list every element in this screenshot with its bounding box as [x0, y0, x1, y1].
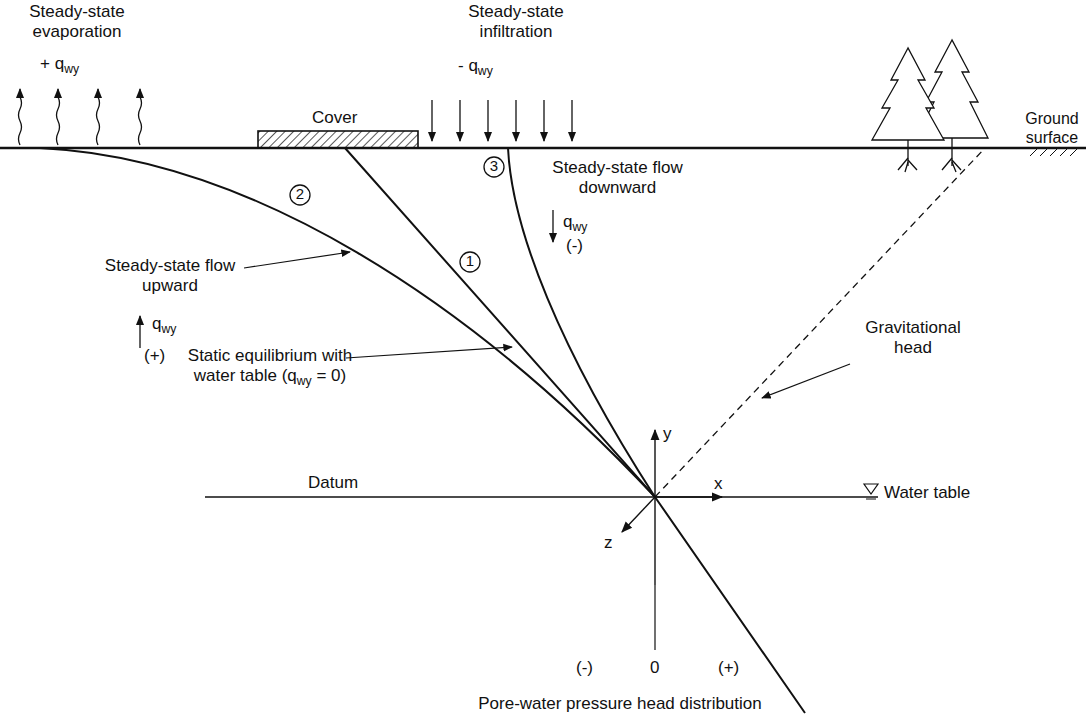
- axis-label: (+): [718, 658, 739, 678]
- ground-line: [0, 147, 1086, 149]
- profile-line: [345, 148, 805, 713]
- part-label: Ground surface: [1019, 110, 1085, 148]
- callout-number: 3: [486, 157, 502, 175]
- sign-label: (-): [566, 236, 583, 256]
- profile-line: [40, 148, 655, 497]
- axis-label: 0: [650, 658, 659, 678]
- region-label: Static equilibrium with water table (qwy…: [172, 346, 368, 386]
- trees: [872, 40, 988, 172]
- evaporation-arrows: [19, 89, 142, 145]
- axis-label: Datum: [308, 473, 358, 493]
- flux-label: qwy: [563, 212, 587, 232]
- flux-label: + qwy: [40, 54, 79, 74]
- leader-arrow: [346, 347, 512, 358]
- y-axis: [654, 430, 655, 585]
- ground-hatch: [1030, 148, 1078, 156]
- axis-label: (-): [576, 658, 593, 678]
- infiltration-arrows: [432, 100, 572, 141]
- axis-label: y: [663, 424, 672, 444]
- water-table-symbol: [866, 499, 876, 500]
- y-axis: [654, 585, 655, 650]
- callout-circle: [484, 157, 504, 177]
- flux-arrow: [552, 210, 553, 242]
- z-axis: [622, 497, 655, 532]
- callout-circle: [290, 185, 310, 205]
- callout-number: 1: [462, 252, 478, 270]
- axis-label: z: [604, 533, 613, 553]
- gravitational-head-line: [655, 148, 985, 497]
- part-label: Cover: [312, 108, 357, 128]
- datum-line: [205, 496, 878, 498]
- sign-label: (+): [144, 346, 165, 366]
- line-label: Gravitational head: [848, 318, 978, 358]
- x-axis: [655, 496, 722, 497]
- flux-label: - qwy: [458, 56, 493, 76]
- heading-label: Steady-state evaporation: [2, 2, 152, 42]
- flux-arrow: [139, 316, 140, 348]
- part-label: Water table: [884, 483, 970, 503]
- axis-label: x: [714, 474, 723, 494]
- leader-arrow: [244, 252, 350, 268]
- axis-title: Pore-water pressure head distribution: [460, 694, 780, 714]
- region-label: Steady-state flow downward: [545, 158, 690, 198]
- flux-label: qwy: [152, 314, 176, 334]
- region-label: Steady-state flow upward: [100, 256, 240, 296]
- water-table-symbol: [864, 484, 878, 494]
- heading-label: Steady-state infiltration: [436, 2, 596, 42]
- callout-number: 2: [292, 185, 308, 203]
- callout-circle: [460, 252, 480, 272]
- cover-slab: [258, 131, 418, 148]
- leader-arrow: [762, 364, 850, 398]
- profile-line: [508, 148, 655, 497]
